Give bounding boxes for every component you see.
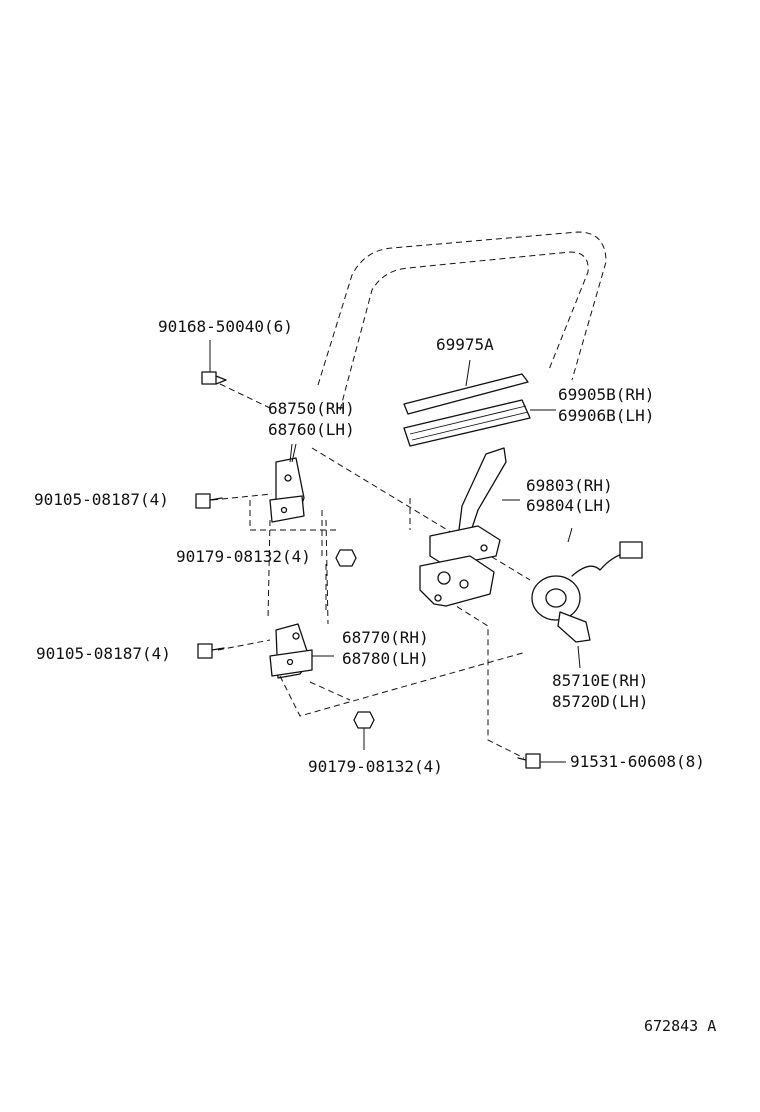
- label-hinge-upper-lh: 68760(LH): [268, 420, 355, 439]
- label-channel-b-lh: 69906B(LH): [558, 406, 654, 425]
- bolt-90105-lower-icon: [197, 643, 225, 659]
- bolt-91531-icon: [517, 753, 566, 769]
- glass-run-channel-69975a: [403, 359, 529, 415]
- label-channel-b-rh: 69905B(RH): [558, 385, 654, 404]
- assembly-guide-lines: [211, 383, 531, 759]
- label-hinge-upper-rh: 68750(RH): [268, 399, 355, 418]
- label-hinge-lower-rh: 68770(RH): [342, 628, 429, 647]
- label-nut-upper: 90179-08132(4): [176, 547, 311, 566]
- door-hinge-lower: [269, 623, 334, 679]
- label-bolt-lower: 90105-08187(4): [36, 644, 171, 663]
- label-bolt-upper: 90105-08187(4): [34, 490, 169, 509]
- nut-90179-lower-icon: [353, 711, 375, 750]
- label-hinge-lower-lh: 68780(LH): [342, 649, 429, 668]
- label-bolt-regulator: 91531-60608(8): [570, 752, 705, 771]
- bolt-90168-icon: [201, 340, 227, 385]
- door-hinge-upper: [269, 443, 305, 523]
- nut-90179-upper-icon: [335, 549, 357, 567]
- door-frame-outline: [317, 231, 607, 411]
- label-motor-lh: 85720D(LH): [552, 692, 648, 711]
- label-motor-rh: 85710E(RH): [552, 671, 648, 690]
- label-regulator-lh: 69804(LH): [526, 496, 613, 515]
- label-channel-a: 69975A: [436, 335, 494, 354]
- glass-run-channel-69905b: [403, 399, 556, 447]
- diagram-reference-number: 672843 A: [644, 1017, 716, 1035]
- window-regulator-motor: [531, 527, 643, 669]
- label-nut-lower: 90179-08132(4): [308, 757, 443, 776]
- bolt-90105-upper-icon: [195, 493, 223, 509]
- label-bolt-top: 90168-50040(6): [158, 317, 293, 336]
- window-regulator: [419, 447, 520, 607]
- label-regulator-rh: 69803(RH): [526, 476, 613, 495]
